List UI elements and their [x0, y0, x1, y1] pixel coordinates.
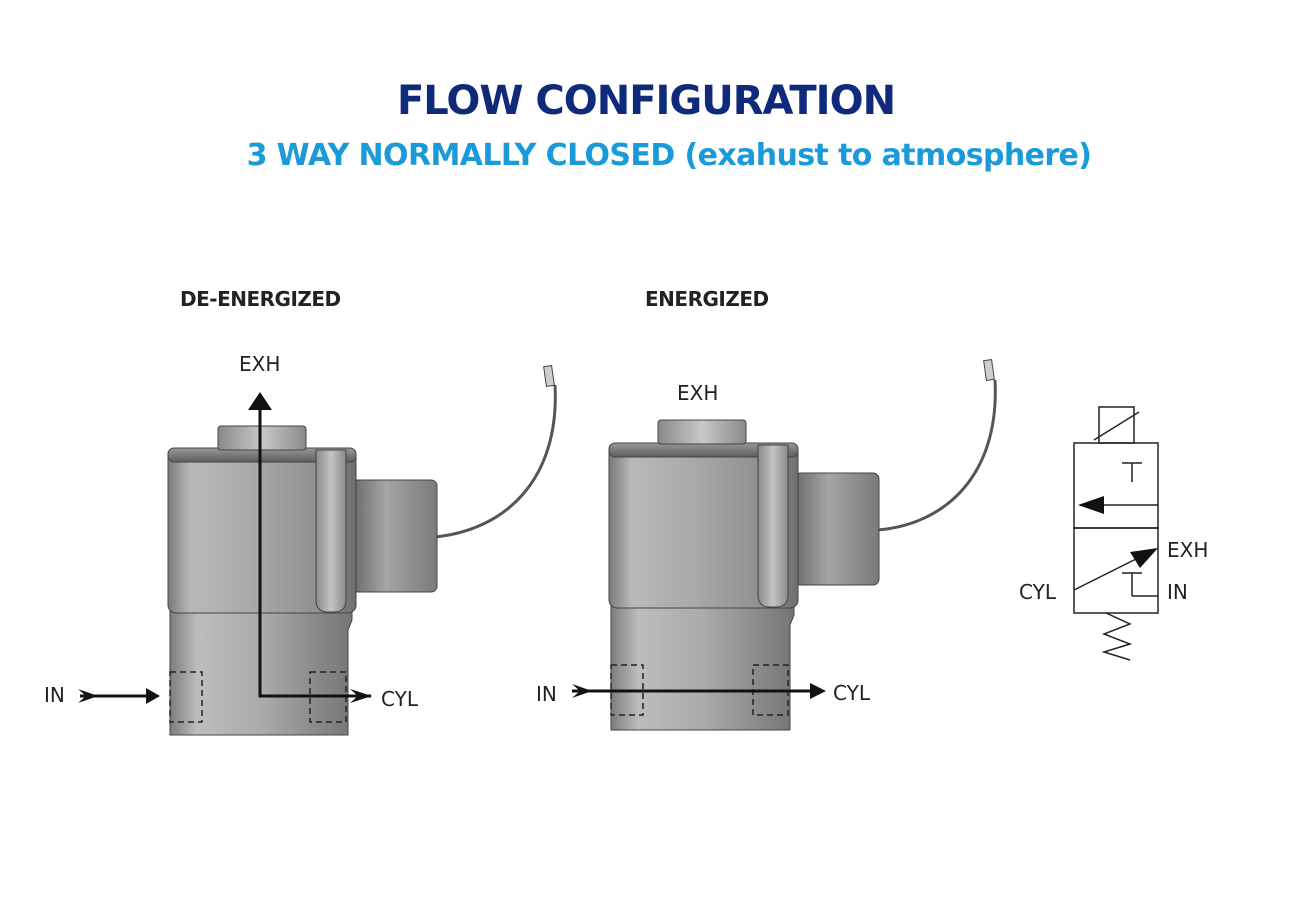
symbol-exh-label: EXH — [1167, 538, 1208, 562]
cyl-label: CYL — [381, 687, 419, 711]
de-energized-position-box — [1073, 527, 1159, 614]
in-arrow-tail — [572, 684, 592, 698]
energized-label: ENERGIZED — [645, 287, 769, 311]
coil-housing — [793, 472, 880, 586]
in-label: IN — [536, 682, 557, 706]
exhaust-flow-arrow — [1130, 548, 1158, 568]
cyl-to-exh-flow-arrow — [258, 408, 371, 698]
exhaust-flow-line — [1073, 556, 1141, 591]
symbol-cyl-label: CYL — [1019, 580, 1057, 604]
wire — [434, 384, 557, 539]
cyl-arrow-tail — [350, 689, 372, 703]
wire-tip — [983, 358, 995, 382]
valve-energized: EXH IN CYL — [536, 358, 997, 731]
side-bracket — [757, 444, 789, 608]
exh-label: EXH — [239, 352, 280, 376]
energized-flow-arrow — [1078, 496, 1104, 514]
nut — [217, 425, 307, 451]
solenoid-diagonal — [1093, 411, 1140, 441]
spring — [1101, 612, 1133, 661]
wire-tip — [543, 364, 555, 388]
coil-housing — [351, 479, 438, 593]
in-port-outline — [169, 671, 203, 723]
exh-label: EXH — [677, 381, 718, 405]
wire — [876, 379, 997, 532]
symbol-in-label: IN — [1167, 580, 1188, 604]
page-subtitle: 3 WAY NORMALLY CLOSED (exahust to atmosp… — [246, 138, 1092, 173]
side-bracket — [315, 449, 347, 613]
in-arrow-head — [146, 688, 160, 704]
nut — [657, 419, 747, 445]
cyl-arrow-head — [810, 683, 826, 699]
valve-de-energized: EXH IN CYL — [44, 352, 557, 736]
exh-arrow-head — [248, 392, 272, 410]
page-title: FLOW CONFIGURATION — [396, 78, 896, 124]
solenoid-actuator — [1098, 406, 1135, 444]
in-port-outline — [610, 664, 644, 716]
cyl-label: CYL — [833, 681, 871, 705]
energized-position-box — [1073, 442, 1159, 529]
valve-schematic-symbol — [1073, 406, 1159, 661]
de-energized-label: DE-ENERGIZED — [180, 287, 341, 311]
in-label: IN — [44, 683, 65, 707]
in-arrow-tail — [78, 689, 98, 703]
valve-base — [610, 602, 795, 731]
